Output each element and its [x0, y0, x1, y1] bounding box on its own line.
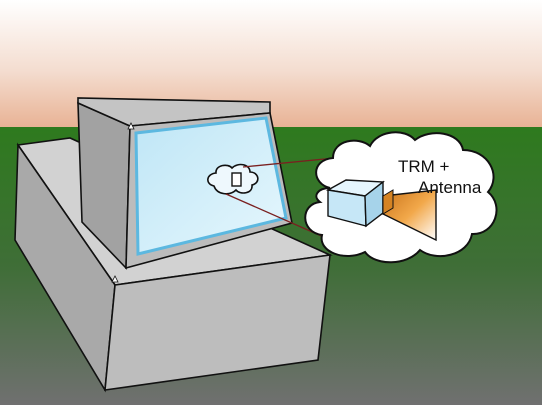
- callout-label-line1: TRM +: [398, 157, 450, 176]
- antenna-element: [382, 189, 437, 242]
- trm-module-box: [325, 179, 385, 228]
- tiny-element-icon: [231, 172, 242, 187]
- radome-screen: [134, 116, 288, 256]
- element-highlight-cloud: [207, 163, 259, 195]
- callout-label-line2: Antenna: [418, 178, 482, 197]
